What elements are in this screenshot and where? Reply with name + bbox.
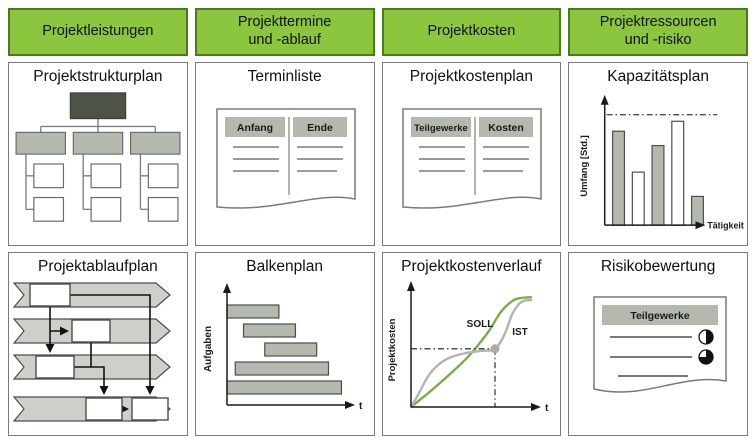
capacity-bars	[612, 120, 705, 226]
cost-curves	[410, 295, 533, 408]
panel-title: Projektablaufplan	[37, 258, 158, 275]
gantt-chart: t Aufgaben	[203, 282, 363, 412]
panel-projektablaufplan: Projektablaufplan	[8, 252, 188, 436]
org-branch-2	[72, 131, 124, 222]
header-projektressourcen: Projektressourcen und -risiko	[568, 8, 748, 56]
x-axis-label: Tätigkeit	[707, 220, 744, 230]
x-axis-label: t	[359, 401, 363, 412]
x-axis-label: t	[545, 403, 549, 414]
table-rows	[610, 335, 693, 377]
gantt-bars	[226, 303, 342, 395]
column-projektkosten: Projektkosten Projektkostenplan Teilgewe…	[381, 8, 562, 439]
panel-balkenplan: Balkenplan t Aufgaben	[194, 252, 375, 436]
header-projekttermine: Projekttermine und -ablauf	[194, 8, 375, 56]
panel-risikobewertung: Risikobewertung Teilgewerke	[568, 252, 748, 436]
y-axis-label: Aufgaben	[203, 326, 214, 372]
table-header-teilgewerke: Teilgewerke	[415, 123, 469, 134]
org-root-box	[69, 91, 127, 119]
risk-half-icon	[698, 328, 714, 345]
org-branch-1	[15, 131, 66, 222]
panel-title: Terminliste	[247, 68, 322, 85]
column-projektressourcen: Projektressourcen und -risiko Kapazitäts…	[568, 8, 748, 439]
panel-title: Projektstrukturplan	[33, 68, 163, 85]
header-projektleistungen: Projektleistungen	[8, 8, 188, 56]
table-header-kosten: Kosten	[489, 122, 525, 134]
column-projektleistungen: Projektleistungen Projektstrukturplan	[8, 8, 188, 439]
column-projekttermine: Projekttermine und -ablauf Terminliste A…	[194, 8, 375, 439]
process-flow-diagram	[12, 281, 171, 422]
panel-terminliste: Terminliste Anfang Ende	[194, 62, 375, 246]
org-chart	[15, 91, 181, 222]
table-header-anfang: Anfang	[237, 122, 273, 134]
panel-kapazitaetsplan: Kapazitätsplan Tätigkeit Umfang [Std.]	[568, 62, 748, 246]
table-header-teilgewerke: Teilgewerke	[630, 310, 689, 322]
panel-title: Balkenplan	[246, 258, 323, 275]
panel-projektstrukturplan: Projektstrukturplan	[8, 62, 188, 246]
header-projektkosten: Projektkosten	[381, 8, 562, 56]
flow-bands	[12, 281, 171, 422]
table-header-ende: Ende	[307, 122, 333, 134]
panel-projektkostenverlauf: Projektkostenverlauf t Projektkosten SOL…	[381, 252, 562, 436]
org-branch-3	[129, 131, 181, 222]
panel-title: Projektkostenplan	[409, 68, 533, 85]
document-risikobewertung: Teilgewerke	[593, 295, 727, 393]
plan-actual-marker	[411, 343, 500, 407]
y-axis-label: Projektkosten	[387, 318, 398, 381]
capacity-bar-chart: Tätigkeit Umfang [Std.]	[579, 94, 744, 230]
document-terminliste: Anfang Ende	[215, 107, 356, 209]
risk-three-quarter-icon	[698, 348, 714, 365]
flow-task-boxes	[29, 282, 169, 421]
panel-title: Risikobewertung	[600, 258, 716, 275]
panel-title: Projektkostenverlauf	[401, 258, 542, 275]
document-kostenplan: Teilgewerke Kosten	[402, 107, 543, 209]
table-rows	[419, 145, 530, 172]
y-axis-label: Umfang [Std.]	[579, 135, 589, 196]
panel-projektkostenplan: Projektkostenplan Teilgewerke Kosten	[381, 62, 562, 246]
panel-title: Kapazitätsplan	[607, 68, 709, 85]
ist-label: IST	[513, 327, 529, 338]
table-rows	[232, 145, 343, 172]
s-curve-chart: t Projektkosten SOLL IST	[387, 280, 549, 414]
soll-label: SOLL	[467, 319, 494, 330]
